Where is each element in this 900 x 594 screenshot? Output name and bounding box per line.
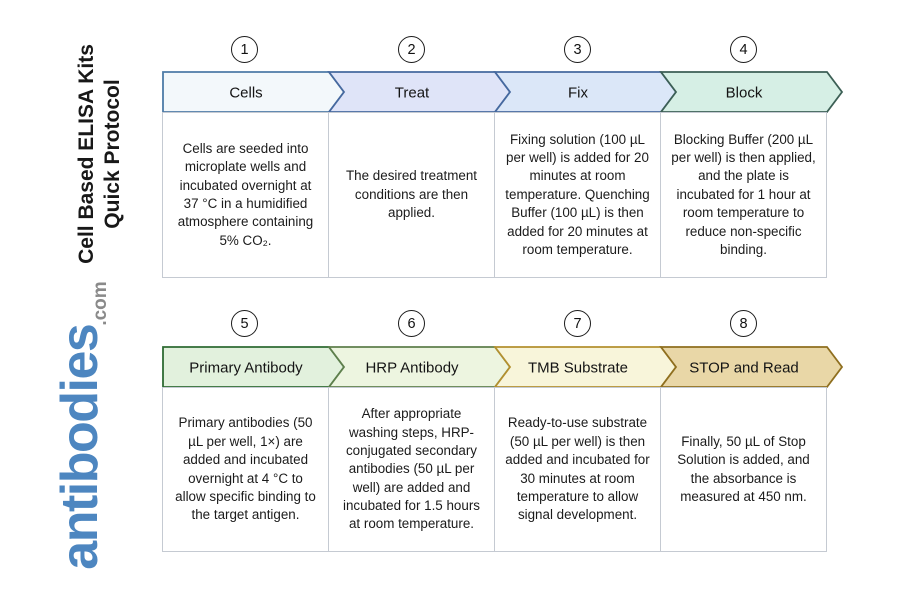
step-6-description: After appropriate washing steps, HRP-con… — [343, 406, 480, 532]
title-line-1: Cell Based ELISA Kits — [74, 44, 98, 264]
step-7-number-badge: 7 — [564, 310, 591, 337]
step-2-description: The desired treatment conditions are the… — [346, 168, 477, 221]
row1-description-boxes: Cells are seeded into microplate wells a… — [162, 112, 827, 278]
step-2-number: 2 — [407, 41, 416, 58]
step-2-number-badge: 2 — [398, 36, 425, 63]
step-4-arrow-label: Block — [726, 85, 763, 102]
step-8-number: 8 — [739, 315, 748, 332]
step-7-arrow-label: TMB Substrate — [528, 360, 628, 377]
step-1-number-badge: 1 — [231, 36, 258, 63]
step-3-arrow-label: Fix — [568, 85, 588, 102]
step-3-description-box: Fixing solution (100 µL per well) is add… — [495, 112, 661, 278]
title-line-2: Quick Protocol — [101, 79, 124, 229]
step-4-description-box: Blocking Buffer (200 µL per well) is the… — [661, 112, 827, 278]
step-7-number: 7 — [573, 315, 582, 332]
step-1-description-box: Cells are seeded into microplate wells a… — [162, 112, 329, 278]
step-1-number: 1 — [240, 41, 249, 58]
step-5-description: Primary antibodies (50 µL per well, 1×) … — [175, 415, 316, 523]
step-6-number-badge: 6 — [398, 310, 425, 337]
step-8-description: Finally, 50 µL of Stop Solution is added… — [677, 433, 810, 504]
step-4-arrow-shape — [659, 71, 844, 113]
step-3-number: 3 — [573, 41, 582, 58]
step-8-description-box: Finally, 50 µL of Stop Solution is added… — [661, 387, 827, 552]
step-5-description-box: Primary antibodies (50 µL per well, 1×) … — [162, 387, 329, 552]
step-4-number: 4 — [739, 41, 748, 58]
row2-description-boxes: Primary antibodies (50 µL per well, 1×) … — [162, 387, 827, 552]
vertical-title: Cell Based ELISA Kits Quick Protocol — [69, 29, 131, 279]
brand-logo: antibodies .com — [51, 272, 142, 578]
step-3-description: Fixing solution (100 µL per well) is add… — [505, 131, 650, 257]
step-6-description-box: After appropriate washing steps, HRP-con… — [329, 387, 495, 552]
logo-domain-suffix: .com — [90, 281, 111, 326]
step-8-number-badge: 8 — [730, 310, 757, 337]
step-4-description: Blocking Buffer (200 µL per well) is the… — [671, 131, 816, 257]
step-1-description: Cells are seeded into microplate wells a… — [177, 140, 314, 248]
logo-wordmark: antibodies — [51, 324, 109, 570]
step-4-number-badge: 4 — [730, 36, 757, 63]
step-6-number: 6 — [407, 315, 416, 332]
step-6-arrow-label: HRP Antibody — [365, 360, 459, 377]
step-7-description: Ready-to-use substrate (50 µL per well) … — [505, 415, 650, 523]
step-3-number-badge: 3 — [564, 36, 591, 63]
step-5-number: 5 — [240, 315, 249, 332]
step-8-arrow-shape — [659, 346, 844, 388]
step-2-description-box: The desired treatment conditions are the… — [329, 112, 495, 278]
row2-arrow-band: Primary Antibody HRP Antibody TMB Substr… — [162, 346, 844, 388]
step-1-arrow-label: Cells — [229, 85, 262, 102]
row1-arrow-band: Cells Treat Fix Block — [162, 71, 844, 113]
step-5-arrow-label: Primary Antibody — [189, 360, 303, 377]
step-5-number-badge: 5 — [231, 310, 258, 337]
step-7-description-box: Ready-to-use substrate (50 µL per well) … — [495, 387, 661, 552]
step-8-arrow-label: STOP and Read — [689, 360, 799, 377]
step-2-arrow-label: Treat — [395, 85, 430, 102]
